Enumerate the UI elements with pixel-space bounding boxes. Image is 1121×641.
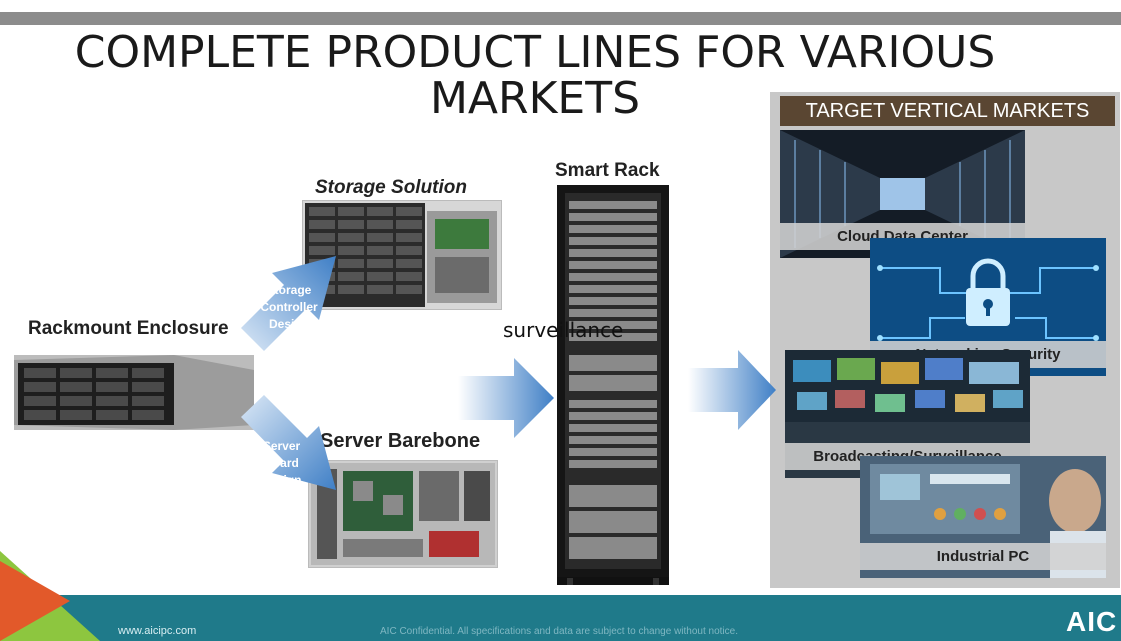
top-bar xyxy=(0,12,1121,25)
storage-solution-label: Storage Solution xyxy=(315,177,467,198)
arrow-label-line: Design xyxy=(268,317,309,331)
aic-logo: AIC xyxy=(1066,606,1118,637)
arrow-label-storage-controller: Storage Controller Design xyxy=(254,282,324,333)
slide-title: COMPLETE PRODUCT LINES FOR VARIOUS MARKE… xyxy=(60,30,1010,122)
arrow-storage-controller xyxy=(241,256,336,351)
arrow-server-board xyxy=(241,395,336,490)
target-markets-header: TARGET VERTICAL MARKETS xyxy=(780,96,1115,126)
rackmount-enclosure-image xyxy=(14,355,254,430)
server-barebone-label: Server Barebone xyxy=(320,430,481,452)
arrow-label-line: Server xyxy=(262,439,301,453)
arrow-to-markets xyxy=(688,350,776,430)
server-barebone-image xyxy=(308,460,498,568)
market-label-industrial-pc: Industrial PC xyxy=(860,543,1106,570)
arrow-to-smart-rack xyxy=(458,358,554,438)
arrow-label-line: Storage xyxy=(266,283,312,297)
footer-url-link[interactable]: www.aicipc.com xyxy=(118,625,197,637)
market-tile-industrial-pc: Industrial PC xyxy=(860,456,1106,578)
corner-triangle-icon xyxy=(0,551,100,641)
surveillance-overlay-text: surveillance xyxy=(503,318,624,342)
arrow-label-line: Design xyxy=(261,473,302,487)
smart-rack-label: Smart Rack xyxy=(555,160,660,181)
rackmount-enclosure-label: Rackmount Enclosure xyxy=(28,318,229,339)
storage-solution-image xyxy=(302,200,502,310)
arrow-label-line: Board xyxy=(264,456,299,470)
footer-confidential-note: AIC Confidential. All specifications and… xyxy=(380,626,738,637)
smart-rack-image xyxy=(557,185,669,585)
slide-title-line2: MARKETS xyxy=(429,73,641,124)
slide-title-line1: COMPLETE PRODUCT LINES FOR VARIOUS xyxy=(74,27,996,78)
arrow-label-server-board: Server Board Design xyxy=(254,438,309,489)
arrow-label-line: Controller xyxy=(260,300,318,314)
footer-bar xyxy=(0,595,1121,641)
